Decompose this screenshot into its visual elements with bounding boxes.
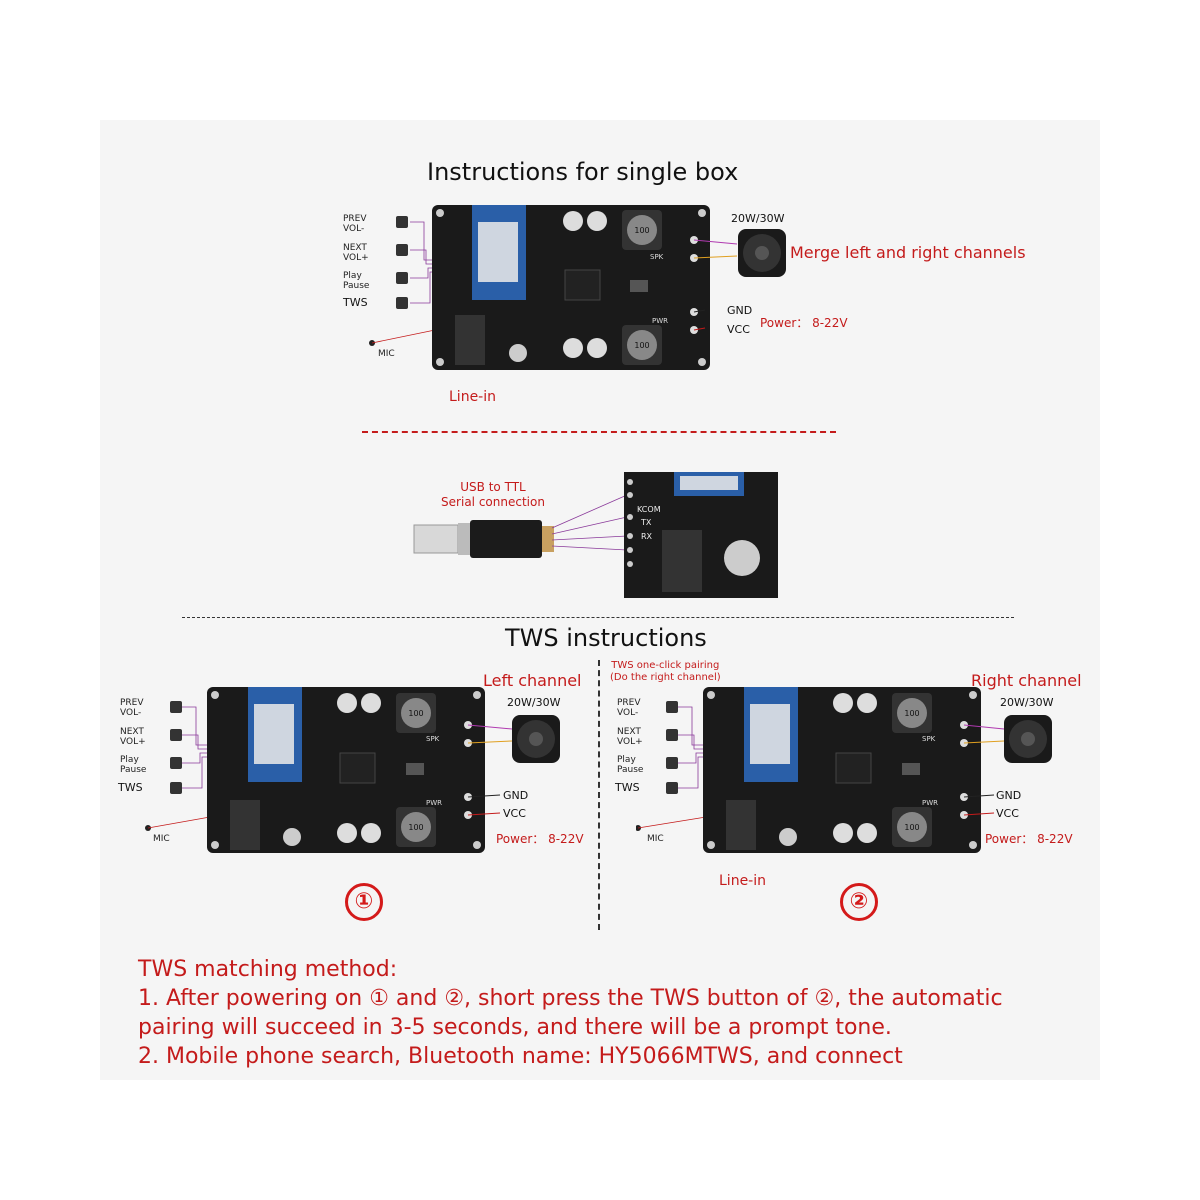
tws-title: TWS instructions xyxy=(505,624,707,652)
single-linein: Line-in xyxy=(449,389,496,405)
divider-black xyxy=(182,617,1014,618)
kcom-label: KCOM xyxy=(637,505,661,514)
tws1-mic-label: MIC xyxy=(153,834,170,844)
single-gnd: GND xyxy=(727,304,753,317)
num-1-badge: ① xyxy=(345,883,383,921)
tws2-tws-label: TWS xyxy=(615,781,640,794)
tws1-speaker-icon xyxy=(512,715,560,763)
svg-text:100: 100 xyxy=(904,823,919,832)
tws-label: TWS xyxy=(343,296,368,309)
speaker-icon xyxy=(738,229,786,277)
tws2-mic-label: MIC xyxy=(647,834,664,844)
rx-label: RX xyxy=(641,532,653,541)
right-channel-label: Right channel xyxy=(971,671,1082,690)
method-heading: TWS matching method: xyxy=(138,957,398,982)
method-block: TWS matching method: 1. After powering o… xyxy=(138,955,1088,1071)
tws2-gnd: GND xyxy=(996,789,1022,802)
divider-red xyxy=(362,431,836,433)
svg-text:100: 100 xyxy=(408,709,423,718)
tx-label: TX xyxy=(641,518,652,527)
svg-text:PWR: PWR xyxy=(652,317,668,325)
svg-text:SPK: SPK xyxy=(650,253,664,261)
usb-ttl-adapter-diagram xyxy=(413,472,778,598)
tws1-watt: 20W/30W xyxy=(507,696,561,709)
tws-right-board-diagram: 100 100 SPK PWR xyxy=(636,687,1005,853)
method-step-1a: 1. After powering on ① and ②, short pres… xyxy=(138,986,1003,1011)
svg-text:100: 100 xyxy=(634,226,649,235)
svg-text:100: 100 xyxy=(904,709,919,718)
tws1-gnd: GND xyxy=(503,789,529,802)
svg-text:SPK: SPK xyxy=(426,735,440,743)
single-power: Power： 8-22V xyxy=(760,316,848,330)
tws2-speaker-icon xyxy=(1004,715,1052,763)
single-title: Instructions for single box xyxy=(427,158,739,186)
tws1-tws-label: TWS xyxy=(118,781,143,794)
mic-label: MIC xyxy=(378,349,395,359)
svg-text:100: 100 xyxy=(408,823,423,832)
svg-text:100: 100 xyxy=(634,341,649,350)
tws-left-board-diagram: 100 100 SPK PWR xyxy=(145,687,513,853)
pairing-label: TWS one-click pairing(Do the right chann… xyxy=(610,660,721,683)
svg-text:SPK: SPK xyxy=(922,735,936,743)
single-board-diagram: 100 100 SPK PWR xyxy=(369,205,738,370)
single-vcc: VCC xyxy=(727,323,750,336)
vertical-divider xyxy=(598,660,600,930)
tws2-power: Power： 8-22V xyxy=(985,832,1073,846)
method-step-2: 2. Mobile phone search, Bluetooth name: … xyxy=(138,1044,903,1069)
merge-label: Merge left and right channels xyxy=(790,243,1026,262)
num-2-badge: ② xyxy=(840,883,878,921)
tws2-vcc: VCC xyxy=(996,807,1019,820)
svg-text:PWR: PWR xyxy=(922,799,938,807)
single-watt: 20W/30W xyxy=(731,212,785,225)
left-channel-label: Left channel xyxy=(483,671,582,690)
method-step-1b: pairing will succeed in 3-5 seconds, and… xyxy=(138,1015,892,1040)
tws2-linein: Line-in xyxy=(719,873,766,889)
tws1-vcc: VCC xyxy=(503,807,526,820)
svg-text:PWR: PWR xyxy=(426,799,442,807)
tws2-watt: 20W/30W xyxy=(1000,696,1054,709)
tws1-power: Power： 8-22V xyxy=(496,832,584,846)
